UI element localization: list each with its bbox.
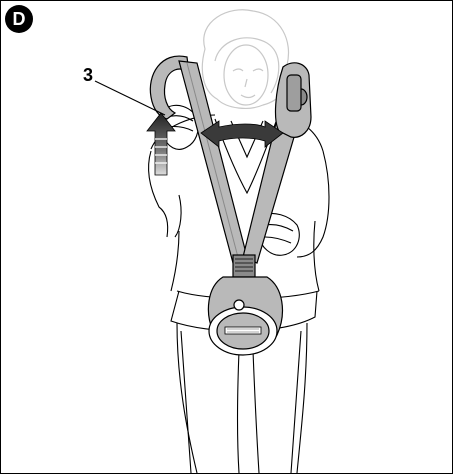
person-right-arm [297,151,329,257]
vacuum-connector [233,255,255,277]
step-letter: D [13,10,26,28]
person-head [202,10,288,109]
callout-label: 3 [83,65,93,86]
step-badge: D [5,5,33,33]
callout-number: 3 [83,65,93,85]
vacuum-floor-head [208,277,282,355]
up-arrow-icon [147,113,175,175]
